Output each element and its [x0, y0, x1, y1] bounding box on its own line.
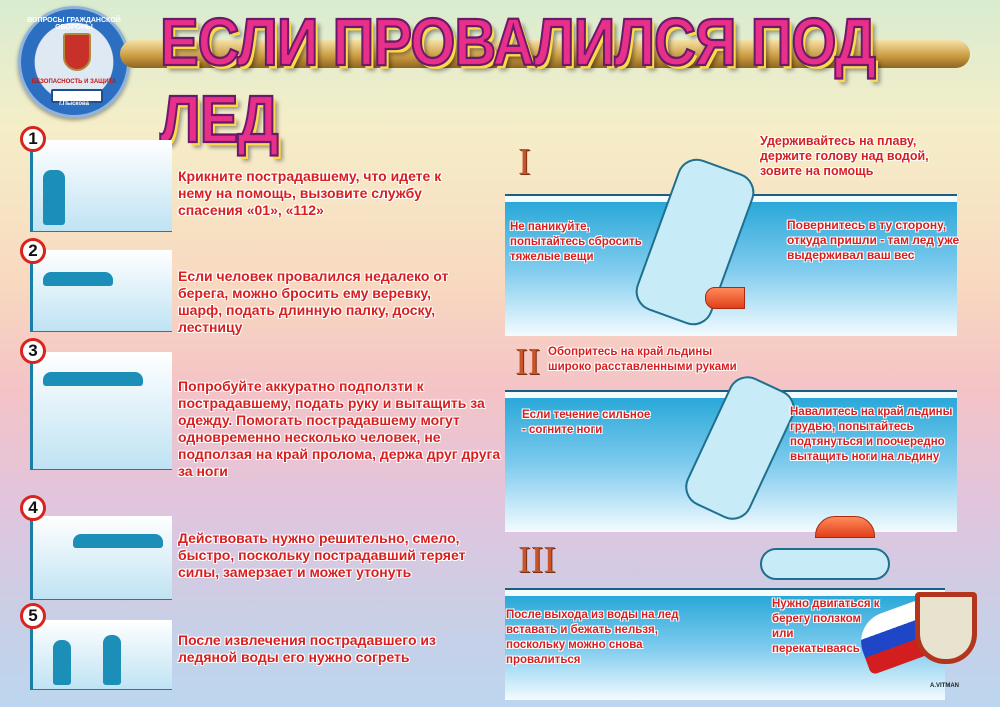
note: Нужно двигаться к берегу ползком или пер…: [772, 598, 880, 655]
step-1-illustration: [30, 140, 172, 232]
stage-numeral: I: [518, 141, 531, 183]
step-text: Попробуйте аккуратно подползти к пострад…: [178, 378, 501, 479]
roll-arrow-icon: [815, 516, 875, 538]
step-text: Крикните пострадавшему, что идете к нему…: [178, 168, 442, 218]
note: Повернитесь в ту сторону, откуда пришли …: [787, 218, 960, 262]
step-number: 2: [20, 238, 46, 264]
step-number: 1: [20, 126, 46, 152]
emblem-banner: БЕЗОПАСНОСТЬ И ЗАЩИТА: [31, 79, 117, 85]
step-number: 5: [20, 603, 46, 629]
stage-numeral: II: [515, 341, 541, 383]
note: Не паникуйте, попытайтесь сбросить тяжел…: [510, 221, 642, 263]
emblem-bottom-text: г.Пыскова: [59, 101, 89, 107]
note: Если течение сильное - согните ноги: [522, 409, 651, 436]
title-bar: [120, 40, 970, 68]
book-icon: [51, 89, 103, 103]
emblem-ring-text: ВОПРОСЫ ГРАЖДАНСКОЙ ОБОРОНЫ: [27, 17, 121, 31]
step-5-illustration: [30, 620, 172, 690]
step-4-illustration: [30, 516, 172, 600]
step-number: 3: [20, 338, 46, 364]
step-3-illustration: [30, 352, 172, 470]
turn-arrow-icon: [705, 287, 745, 309]
author-signature: A.VITMAN: [930, 683, 959, 689]
person-figure: [678, 369, 802, 527]
city-coat-of-arms-icon: [915, 592, 977, 664]
stage-2-illustration: [505, 369, 957, 532]
note: Навалитесь на край льдины грудью, попыта…: [790, 406, 953, 463]
coat-of-arms-icon: [63, 33, 91, 71]
note: Удерживайтесь на плаву, держите голову н…: [760, 134, 929, 178]
page-title: ЕСЛИ ПРОВАЛИЛСЯ ПОД ЛЕД: [159, 4, 877, 158]
stage-numeral: III: [518, 539, 556, 581]
note: После выхода из воды на лед вставать и б…: [506, 609, 679, 666]
stage-1-illustration: [505, 153, 957, 336]
step-text: После извлечения пострадавшего из ледяно…: [178, 632, 436, 665]
step-number: 4: [20, 495, 46, 521]
person-figure: [760, 548, 890, 580]
step-text: Если человек провалился недалеко от бере…: [178, 268, 449, 335]
step-text: Действовать нужно решительно, смело, быс…: [178, 530, 466, 580]
step-2-illustration: [30, 250, 172, 332]
civil-defense-emblem: ВОПРОСЫ ГРАЖДАНСКОЙ ОБОРОНЫ БЕЗОПАСНОСТЬ…: [18, 6, 130, 118]
note: Обопритесь на край льдины широко расстав…: [548, 346, 737, 373]
